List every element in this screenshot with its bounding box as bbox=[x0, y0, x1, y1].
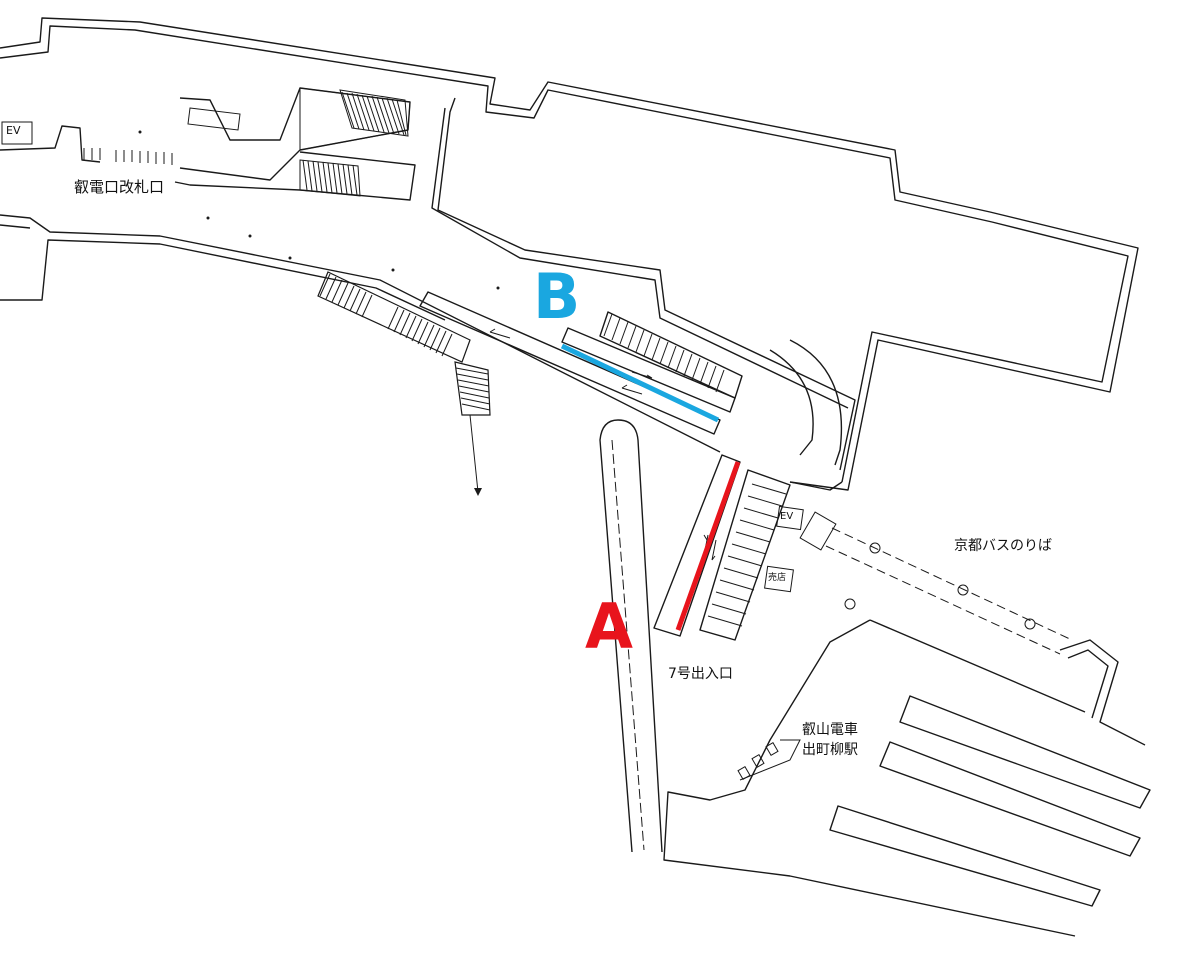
route-a-line bbox=[675, 461, 741, 631]
route-b-line bbox=[560, 343, 720, 423]
outer-walls bbox=[0, 17, 1139, 491]
shop-label: 売店 bbox=[768, 573, 787, 583]
marker-b: B bbox=[533, 260, 581, 333]
ev-right-label: EV bbox=[780, 511, 794, 522]
bus-stop-path bbox=[825, 527, 1073, 655]
stairs-upper bbox=[299, 89, 409, 197]
ramp-a bbox=[599, 419, 663, 853]
bus-stop-label: 京都バスのりば bbox=[954, 538, 1052, 554]
exit7-label: 7号出入口 bbox=[668, 666, 733, 682]
gate-label: 叡電口改札口 bbox=[74, 178, 165, 196]
stairs-lower-left bbox=[317, 271, 491, 496]
gate-area bbox=[0, 87, 416, 201]
marker-a: A bbox=[585, 590, 633, 663]
station-label-line1: 叡山電車 bbox=[802, 722, 858, 738]
station-label-line2: 出町柳駅 bbox=[802, 742, 858, 758]
columns bbox=[138, 130, 500, 290]
ev-left-label: EV bbox=[6, 124, 21, 137]
eizan-station-building bbox=[663, 619, 1151, 937]
escalator-exit7 bbox=[653, 454, 843, 641]
